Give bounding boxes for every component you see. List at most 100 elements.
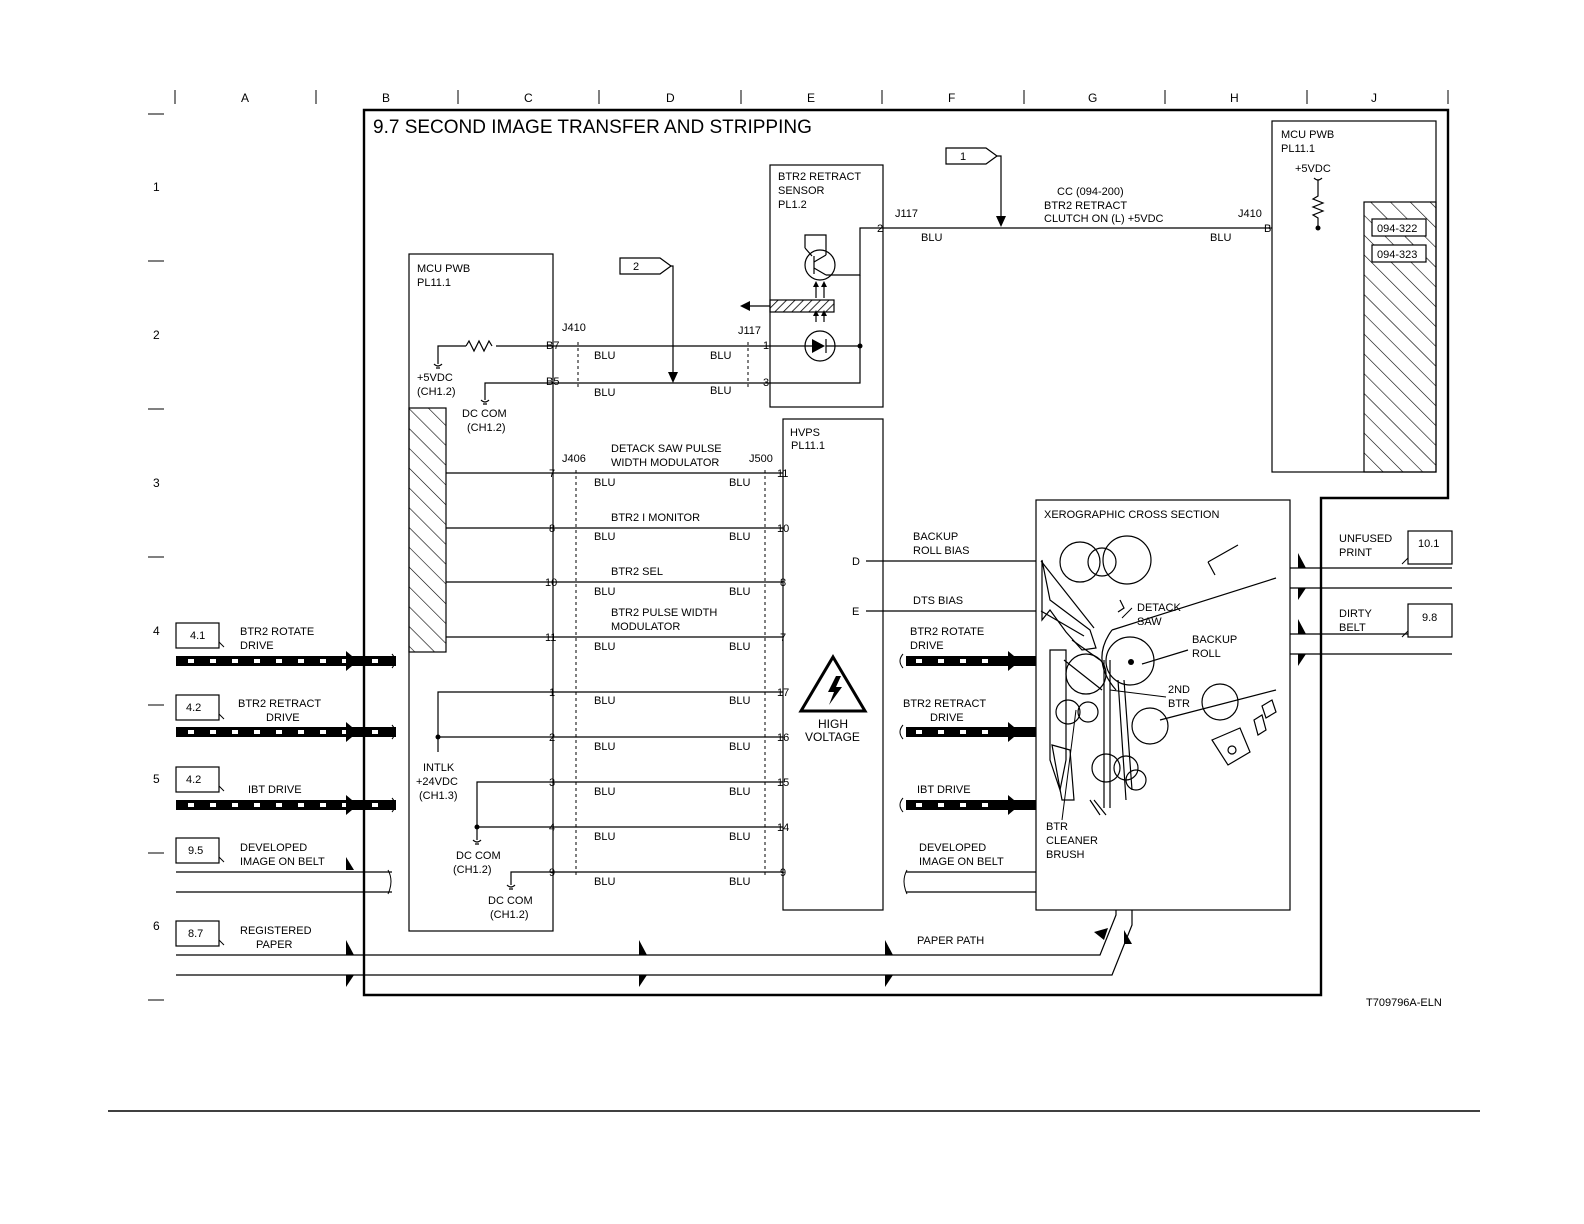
input-label: DRIVE: [240, 640, 274, 652]
input-ref: 9.5: [188, 845, 203, 857]
dccom-label: DC COM: [462, 408, 507, 420]
page-title: 9.7 SECOND IMAGE TRANSFER AND STRIPPING: [373, 117, 812, 138]
output-label: DIRTY: [1339, 608, 1372, 620]
detack-label: DETACK: [1137, 602, 1181, 614]
drive-shaft-icon: [899, 651, 1036, 671]
signal-label: MODULATOR: [611, 621, 680, 633]
pin-right: 16: [777, 732, 789, 744]
vcc-ch: (CH1.2): [417, 386, 456, 398]
mid-label: IMAGE ON BELT: [919, 856, 1004, 868]
wire-color: BLU: [594, 695, 615, 707]
j406-label: J406: [562, 453, 586, 465]
input-label: REGISTERED: [240, 925, 312, 937]
input-ref: 4.2: [186, 702, 201, 714]
pin-right: 15: [777, 777, 789, 789]
wire-color: BLU: [729, 831, 750, 843]
output-ref: 9.8: [1422, 612, 1437, 624]
row-label: 3: [153, 476, 160, 490]
mcu-pwb-right: MCU PWB PL11.1 +5VDC 094-322 094-323: [1271, 120, 1437, 473]
hvps: HVPS PL11.1 J500 HIGH VOLTAGE: [749, 418, 884, 911]
row-label: 6: [153, 919, 160, 933]
row-label: 5: [153, 772, 160, 786]
wire-color: BLU: [729, 786, 750, 798]
pin-left: 11: [545, 632, 556, 644]
hvps-name: HVPS: [790, 427, 820, 439]
dccom2-label: DC COM: [456, 850, 501, 862]
dccom3-ch: (CH1.2): [490, 909, 529, 921]
flag-1-label: 1: [960, 151, 966, 163]
output-label: BELT: [1339, 622, 1366, 634]
paper-path: PAPER PATH: [176, 808, 1133, 987]
code-box-2: [1371, 244, 1427, 263]
hv-label-2: VOLTAGE: [805, 730, 860, 744]
wire-color: BLU: [729, 741, 750, 753]
pin-left: 8: [549, 523, 555, 535]
wire-color: BLU: [710, 385, 731, 397]
pin-left: 4: [549, 822, 555, 834]
input-label: DRIVE: [266, 712, 300, 724]
pin-right: 17: [777, 687, 789, 699]
signal-label: BTR2 PULSE WIDTH: [611, 607, 717, 619]
wire-color: BLU: [921, 232, 942, 244]
col-label: A: [241, 91, 249, 105]
mcu-right-hatch: [1363, 201, 1437, 473]
pullup-resistor: [465, 339, 493, 353]
input-label: BTR2 RETRACT: [238, 698, 321, 710]
vcc-5v: +5VDC: [417, 372, 453, 384]
mid-label: DEVELOPED: [919, 842, 986, 854]
j410-label: J410: [562, 322, 586, 334]
col-label: D: [666, 91, 675, 105]
wire-color: BLU: [594, 741, 615, 753]
output-arrows: UNFUSED PRINT 10.1 DIRTY BELT 9.8: [1290, 530, 1453, 666]
intlk-label: INTLK: [423, 762, 455, 774]
pin-right: 11: [777, 468, 788, 480]
col-label: H: [1230, 91, 1239, 105]
input-arrows: 4.1 BTR2 ROTATE DRIVE 4.2 BTR2 RETRACT D…: [175, 622, 396, 951]
hvps-pl: PL11.1: [791, 440, 825, 452]
vcc-symbol: [433, 363, 443, 369]
mid-label: DRIVE: [930, 712, 964, 724]
mid-label: DRIVE: [910, 640, 944, 652]
pin-left: 2: [549, 732, 555, 744]
input-label: IBT DRIVE: [248, 784, 302, 796]
row-label: 4: [153, 624, 160, 638]
ground-symbol: [480, 399, 490, 405]
btr-label: BTR: [1168, 698, 1190, 710]
code-2: 094-323: [1377, 249, 1417, 261]
brush-label: BTR: [1046, 821, 1068, 833]
drive-shaft-icon: [176, 795, 396, 815]
phototransistor-icon: [804, 249, 836, 281]
code-1: 094-322: [1377, 223, 1417, 235]
mcu-name: MCU PWB: [417, 263, 470, 275]
sensor-pl: PL1.2: [778, 199, 807, 211]
dccom-ch: (CH1.2): [467, 422, 506, 434]
input-ref-box: [175, 622, 220, 649]
xero-input-arrows: BTR2 ROTATE DRIVE BTR2 RETRACT DRIVE IBT…: [899, 626, 1036, 895]
row-markers: 1 2 3 4 5 6: [148, 113, 164, 1001]
sensor-pin-2: 2: [877, 223, 883, 235]
xerographic-cross-section: XEROGRAPHIC CROSS SECTION: [1035, 499, 1291, 911]
backup-label: BACKUP: [1192, 634, 1237, 646]
bias-outputs: D BACKUP ROLL BIAS E DTS BIAS: [852, 531, 1045, 618]
btr2-retract-sensor: BTR2 RETRACT SENSOR PL1.2 J117 1 2 3: [738, 164, 884, 408]
detack-label: SAW: [1137, 616, 1162, 628]
brush-label: BRUSH: [1046, 849, 1085, 861]
wire-color: BLU: [594, 586, 615, 598]
wire-color: BLU: [594, 350, 615, 362]
mcu-right-5v: +5VDC: [1295, 163, 1331, 175]
ch13-label: (CH1.3): [419, 790, 458, 802]
pin-left: 7: [549, 468, 555, 480]
hvps-j500: J500: [749, 453, 773, 465]
clutch-j410: J410: [1238, 208, 1262, 220]
input-ref: 4.1: [190, 630, 205, 642]
hv-label-1: HIGH: [818, 717, 848, 731]
pin-right: 10: [777, 523, 789, 535]
backup-label: ROLL: [1192, 648, 1221, 660]
mcu-right-name: MCU PWB: [1281, 129, 1334, 141]
col-label: E: [807, 91, 815, 105]
signal-label: WIDTH MODULATOR: [611, 457, 719, 469]
flag-2-label: 2: [633, 261, 639, 273]
wire-color: BLU: [594, 876, 615, 888]
input-label: PAPER: [256, 939, 293, 951]
